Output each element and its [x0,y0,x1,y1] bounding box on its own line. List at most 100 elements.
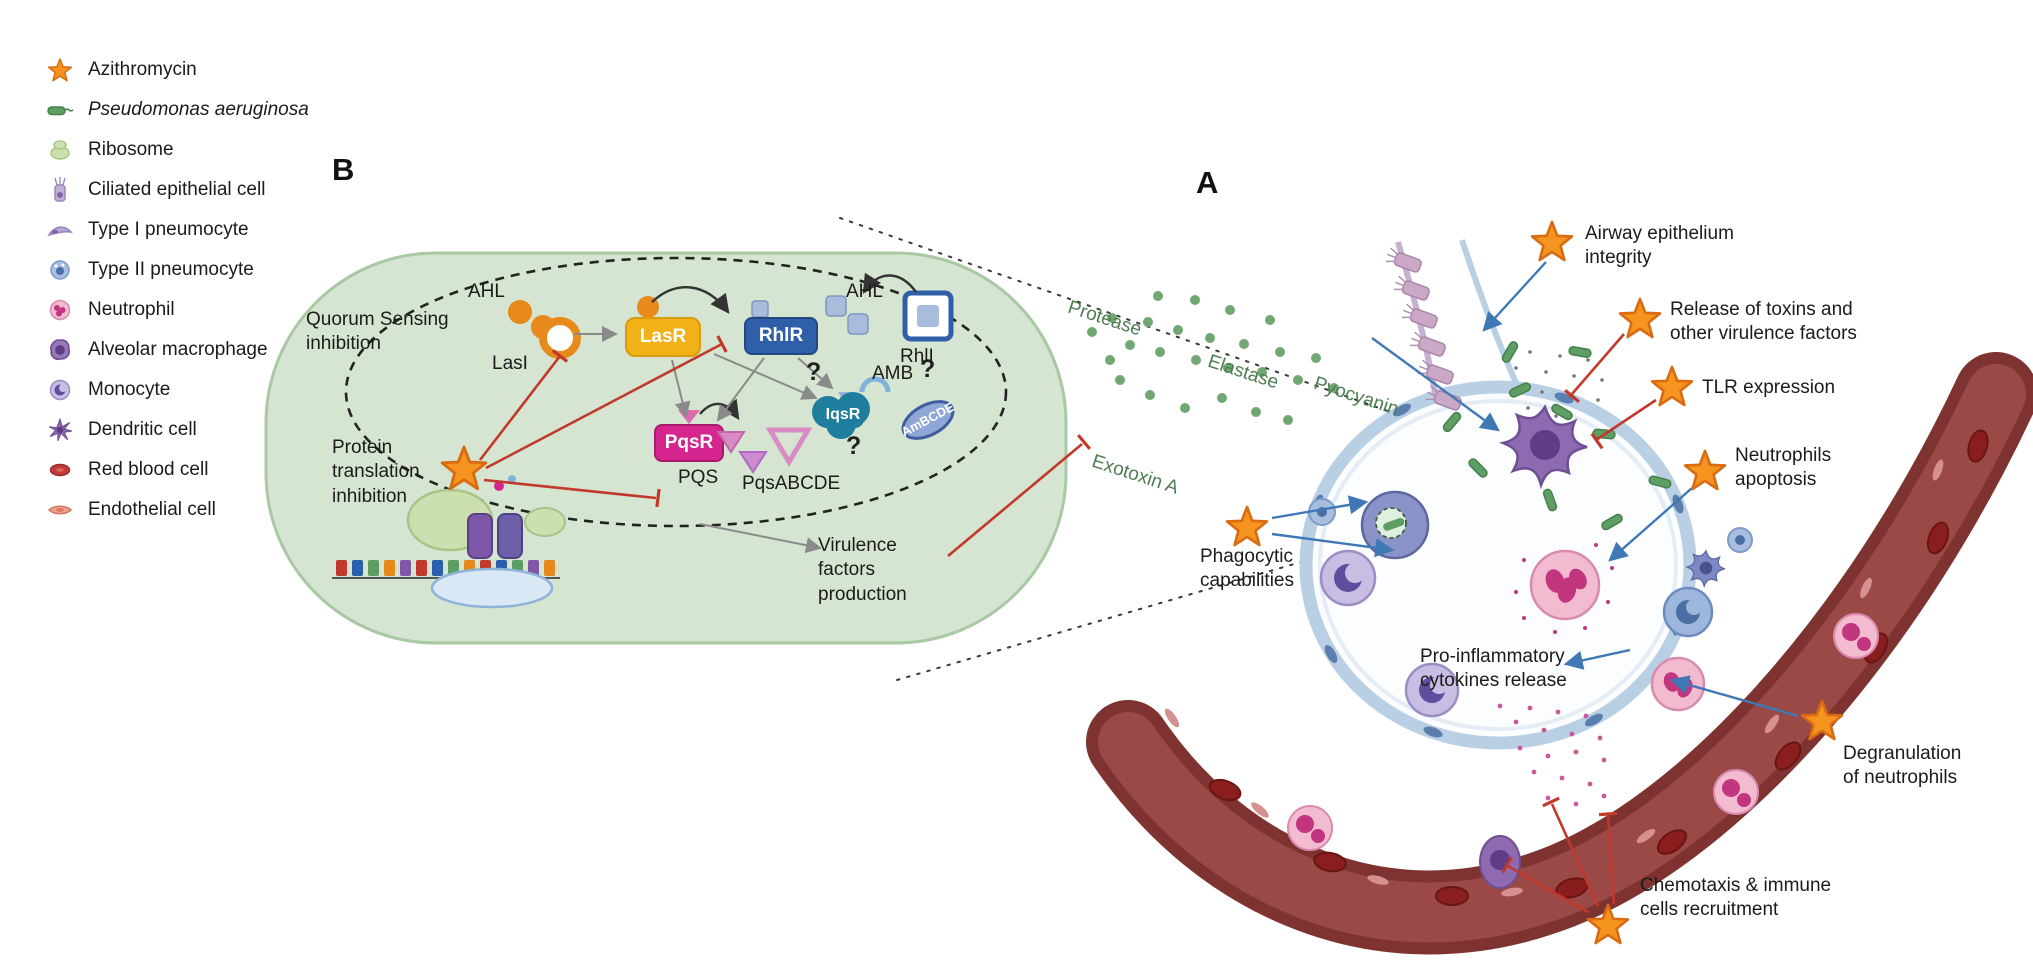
legend-label: Neutrophil [88,298,175,320]
ahl-left-label: AHL [468,281,505,302]
ahl-molecule-icon [508,300,532,324]
neutrophil-icon [42,296,78,324]
bacterium-icon [42,96,78,124]
monocyte-cell [1662,586,1714,638]
lasi-label: LasI [492,353,528,374]
inhibit-chemotaxis-2 [1606,815,1616,905]
legend-label: Type II pneumocyte [88,258,254,280]
iqsr-label: IqsR [825,405,861,423]
legend-label: Pseudomonas aeruginosa [88,98,309,120]
legend-label: Dendritic cell [88,418,197,440]
secreted-virulence-factors-dots [1087,291,1339,425]
ambcde-ellipse [901,400,955,440]
monocyte-cell [1319,549,1377,607]
lasi-synthase-icon [539,317,581,359]
pqsr-label: PqsR [664,431,714,453]
ahl-molecule-icon [825,295,847,317]
ahl-right-label: AHL [846,281,883,302]
cytokine-dots [1497,703,1607,807]
arrow-rhli-to-ahl [862,272,917,295]
legend-item-type2-pneumocyte: Type II pneumocyte [42,256,309,283]
arrow-rhlr-to-pqsr [716,357,765,422]
inhibit-tlr-expression [1595,398,1657,442]
legend-label: Azithromycin [88,58,197,80]
trna-icon [467,513,493,559]
annotation-arrows [1271,261,1799,914]
alveolar-macrophage-cell [1498,404,1588,490]
airway-wall-right [1459,239,1523,394]
legend-item-pseudomonas: Pseudomonas aeruginosa [42,96,309,123]
rhli-inner [917,305,939,327]
azithromycin-star-icon [42,56,78,84]
chemotaxis-label: Chemotaxis & immune cells recruitment [1640,875,1832,921]
inhibit-chemotaxis-1 [1550,803,1600,907]
rhli-label: RhlI [900,346,934,367]
legend-item-type1-pneumocyte: Type I pneumocyte [42,216,309,243]
legend-item-neutrophil: Neutrophil [42,296,309,323]
phagocytic-capabilities-label: Phagocytic capabilities [1200,546,1294,592]
released-toxin-specks [1514,350,1604,418]
neutrophils-apoptosis-label: Neutrophils apoptosis [1735,445,1832,491]
azithromycin-star [1683,449,1727,491]
amb-label: AMB [872,363,914,384]
pqs-label: PQS [678,467,719,488]
legend-label: Endothelial cell [88,498,216,520]
degranulation-label: Degranulation of neutrophils [1843,743,1962,789]
monocyte-icon [42,376,78,404]
pqs-triangle-icon [738,451,768,474]
rhlr-label: RhlR [758,324,804,346]
dendritic-cell [1684,549,1726,589]
legend-label: Monocyte [88,378,171,400]
legend-item-monocyte: Monocyte [42,376,309,403]
ribosome-translation-complex [332,475,566,609]
iqsr-cloud [812,392,870,439]
alveolus-wall-inner [1318,399,1678,731]
azithromycin-star [1618,297,1662,339]
arrow-to-virulence-production [699,523,822,554]
arrow-neutrophil-apoptosis [1608,487,1693,562]
ciliated-epithelial-cell-icon [42,176,78,204]
type-2-pneumocyte-cell [1727,527,1753,553]
blood-vessel [1086,352,2033,955]
question-mark-3: ? [920,355,936,383]
question-mark-2: ? [846,432,862,460]
dendritic-cell-icon [42,416,78,444]
ribosome-icon [42,136,78,164]
release-of-toxins-label: Release of toxins and other virulence fa… [1670,299,1857,345]
neutrophil-cell [1650,656,1706,712]
legend-label: Type I pneumocyte [88,218,249,240]
arrow-phagocytic-1 [1271,495,1369,520]
legend-label: Red blood cell [88,458,209,480]
legend-item-macrophage: Alveolar macrophage [42,336,309,363]
alveolus-wall [1299,380,1697,750]
ribosome-small-subunit-icon [430,567,554,609]
small-molecule-icon [508,475,516,483]
recruited-leukocytes [1287,613,1879,889]
legend-item-azithromycin: Azithromycin [42,56,309,83]
inhibit-chemotaxis-3 [1507,864,1589,914]
airway-epithelium-integrity-label: Airway epithelium integrity [1585,223,1734,269]
virulence-factors-production-label: Virulence factors production [818,535,907,605]
pqs-triangle-icon [716,431,746,454]
trna-icon [497,513,523,559]
protein-translation-inhibition-label: Protein translation inhibition [332,437,420,507]
endothelial-cell-icon [42,496,78,524]
zoom-callout-lines [839,217,1471,681]
ribosome-small-blob-icon [524,507,566,537]
legend-item-red-blood-cell: Red blood cell [42,456,309,483]
bacteria-rods [1442,341,1672,531]
legend: Azithromycin Pseudomonas aeruginosa Ribo… [42,56,309,523]
legend-item-endothelial-cell: Endothelial cell [42,496,309,523]
panel-b-inhibition-lines [478,335,1092,557]
type-2-pneumocyte-cell [1308,498,1336,526]
type-1-pneumocyte-icon [42,216,78,244]
quorum-sensing-boundary [344,256,1008,528]
rhlr-box [744,317,818,355]
pqsabcde-label: PqsABCDE [742,473,841,494]
legend-label: Ribosome [88,138,174,160]
arrow-airway-integrity [1482,261,1547,332]
arrow-lasr-to-iqsr [713,353,818,400]
c4hsl-molecule-icon [751,300,769,318]
legend-item-dendritic-cell: Dendritic cell [42,416,309,443]
